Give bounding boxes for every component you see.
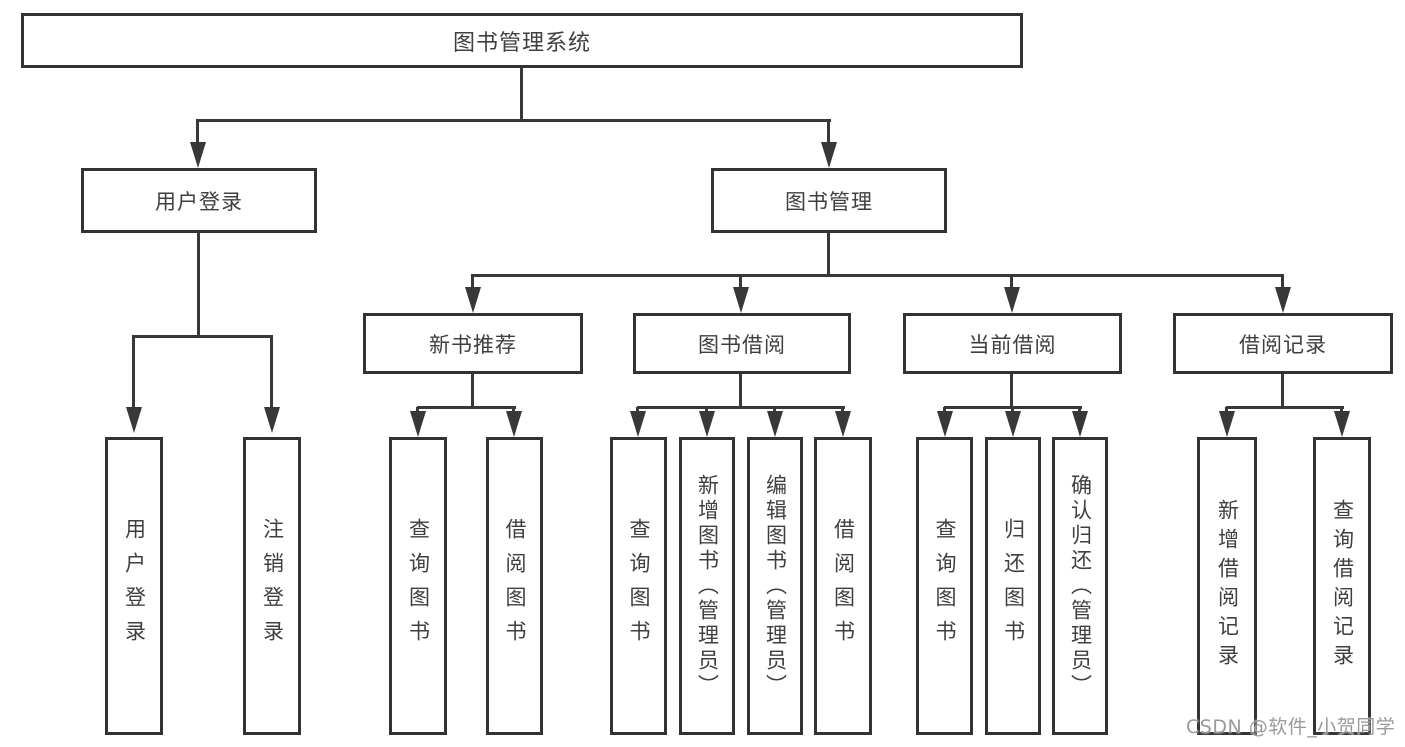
arrowhead-borrow-records <box>1275 287 1291 313</box>
connector-user-login-rail <box>132 335 273 338</box>
leaf-br-add-record-label: 新增借阅记录 <box>1215 499 1240 673</box>
connector-book-mgmt-stem <box>827 233 830 276</box>
arrowhead-bb-borrow <box>835 411 851 437</box>
node-book-mgmt-label: 图书管理 <box>785 189 873 214</box>
connector-user-login-stem <box>197 233 200 337</box>
arrowhead-nb-query <box>410 411 426 437</box>
arrowhead-current-borrow <box>1004 287 1020 313</box>
node-new-books-label: 新书推荐 <box>429 332 517 357</box>
connector-root-rail <box>196 119 831 122</box>
connector-drop-borrow-records <box>1281 275 1284 289</box>
leaf-cb-return-books-label: 归还图书 <box>1001 518 1026 654</box>
node-book-borrow-label: 图书借阅 <box>698 332 786 357</box>
arrowhead-br-query <box>1334 411 1350 437</box>
leaf-bb-add-books-admin-label: 新增图书（管理员） <box>695 473 720 699</box>
connector-book-mgmt-rail <box>471 274 1284 277</box>
leaf-cb-confirm-return-admin-label: 确认归还（管理员） <box>1068 473 1093 699</box>
connector-borrow-records-stem <box>1281 374 1284 408</box>
leaf-nb-query-books: 查询图书 <box>389 437 447 735</box>
arrowhead-cb-return <box>1005 411 1021 437</box>
connector-drop-book-mgmt <box>827 120 830 146</box>
connector-drop-current-borrow <box>1010 275 1013 289</box>
leaf-cb-return-books: 归还图书 <box>985 437 1041 735</box>
leaf-bb-add-books-admin: 新增图书（管理员） <box>679 437 735 735</box>
leaf-bb-query-books-label: 查询图书 <box>627 518 651 654</box>
node-borrow-records: 借阅记录 <box>1173 313 1393 374</box>
connector-current-borrow-stem <box>1010 374 1013 408</box>
connector-book-borrow-stem <box>739 374 742 408</box>
arrowhead-bb-edit <box>767 411 783 437</box>
node-current-borrow-label: 当前借阅 <box>968 332 1057 357</box>
leaf-nb-borrow-books: 借阅图书 <box>486 437 543 735</box>
connector-drop-book-borrow <box>739 275 742 289</box>
connector-root-stem <box>520 68 523 122</box>
csdn-watermark: CSDN @软件_小贺同学 <box>1186 716 1396 738</box>
arrowhead-br-add <box>1219 411 1235 437</box>
arrowhead-cb-confirm <box>1072 411 1088 437</box>
arrowhead-book-mgmt <box>821 142 837 168</box>
connector-drop-new-books <box>471 275 474 289</box>
leaf-bb-borrow-books-label: 借阅图书 <box>831 518 856 654</box>
arrowhead-new-books <box>465 287 481 313</box>
node-borrow-records-label: 借阅记录 <box>1239 332 1327 357</box>
arrowhead-login-leaf <box>126 407 142 433</box>
connector-new-books-stem <box>471 374 474 408</box>
leaf-nb-borrow-books-label: 借阅图书 <box>503 518 527 654</box>
connector-drop-user-login <box>196 120 199 146</box>
leaf-bb-borrow-books: 借阅图书 <box>814 437 872 735</box>
leaf-cb-confirm-return-admin: 确认归还（管理员） <box>1052 437 1108 735</box>
connector-new-books-rail <box>417 406 516 409</box>
connector-borrow-records-rail <box>1226 406 1344 409</box>
leaf-logout-label: 注销登录 <box>260 518 285 654</box>
node-book-mgmt: 图书管理 <box>711 168 947 233</box>
leaf-logout: 注销登录 <box>243 437 301 735</box>
leaf-bb-query-books: 查询图书 <box>610 437 667 735</box>
connector-drop-logout-leaf <box>270 336 273 410</box>
leaf-br-query-record: 查询借阅记录 <box>1313 437 1371 735</box>
node-user-login: 用户登录 <box>81 168 317 233</box>
arrowhead-cb-query <box>937 411 953 437</box>
arrowhead-nb-borrow <box>506 411 522 437</box>
node-new-books: 新书推荐 <box>363 313 583 374</box>
arrowhead-bb-add <box>699 411 715 437</box>
leaf-br-query-record-label: 查询借阅记录 <box>1330 499 1355 673</box>
node-library-system: 图书管理系统 <box>21 13 1023 68</box>
arrowhead-logout-leaf <box>264 407 280 433</box>
leaf-cb-query-books-label: 查询图书 <box>933 518 957 654</box>
leaf-br-add-record: 新增借阅记录 <box>1197 437 1257 735</box>
arrowhead-bb-query <box>630 411 646 437</box>
connector-drop-login-leaf <box>132 336 135 410</box>
leaf-bb-edit-books-admin-label: 编辑图书（管理员） <box>763 473 788 699</box>
leaf-user-login: 用户登录 <box>105 437 163 735</box>
node-library-system-label: 图书管理系统 <box>452 30 591 56</box>
connector-book-borrow-rail <box>637 406 845 409</box>
node-user-login-label: 用户登录 <box>155 189 243 214</box>
node-current-borrow: 当前借阅 <box>903 313 1122 374</box>
arrowhead-book-borrow <box>733 287 749 313</box>
leaf-cb-query-books: 查询图书 <box>916 437 973 735</box>
arrowhead-user-login <box>190 142 206 168</box>
leaf-user-login-label: 用户登录 <box>122 518 147 654</box>
leaf-bb-edit-books-admin: 编辑图书（管理员） <box>747 437 803 735</box>
leaf-nb-query-books-label: 查询图书 <box>406 518 431 654</box>
node-book-borrow: 图书借阅 <box>633 313 851 374</box>
